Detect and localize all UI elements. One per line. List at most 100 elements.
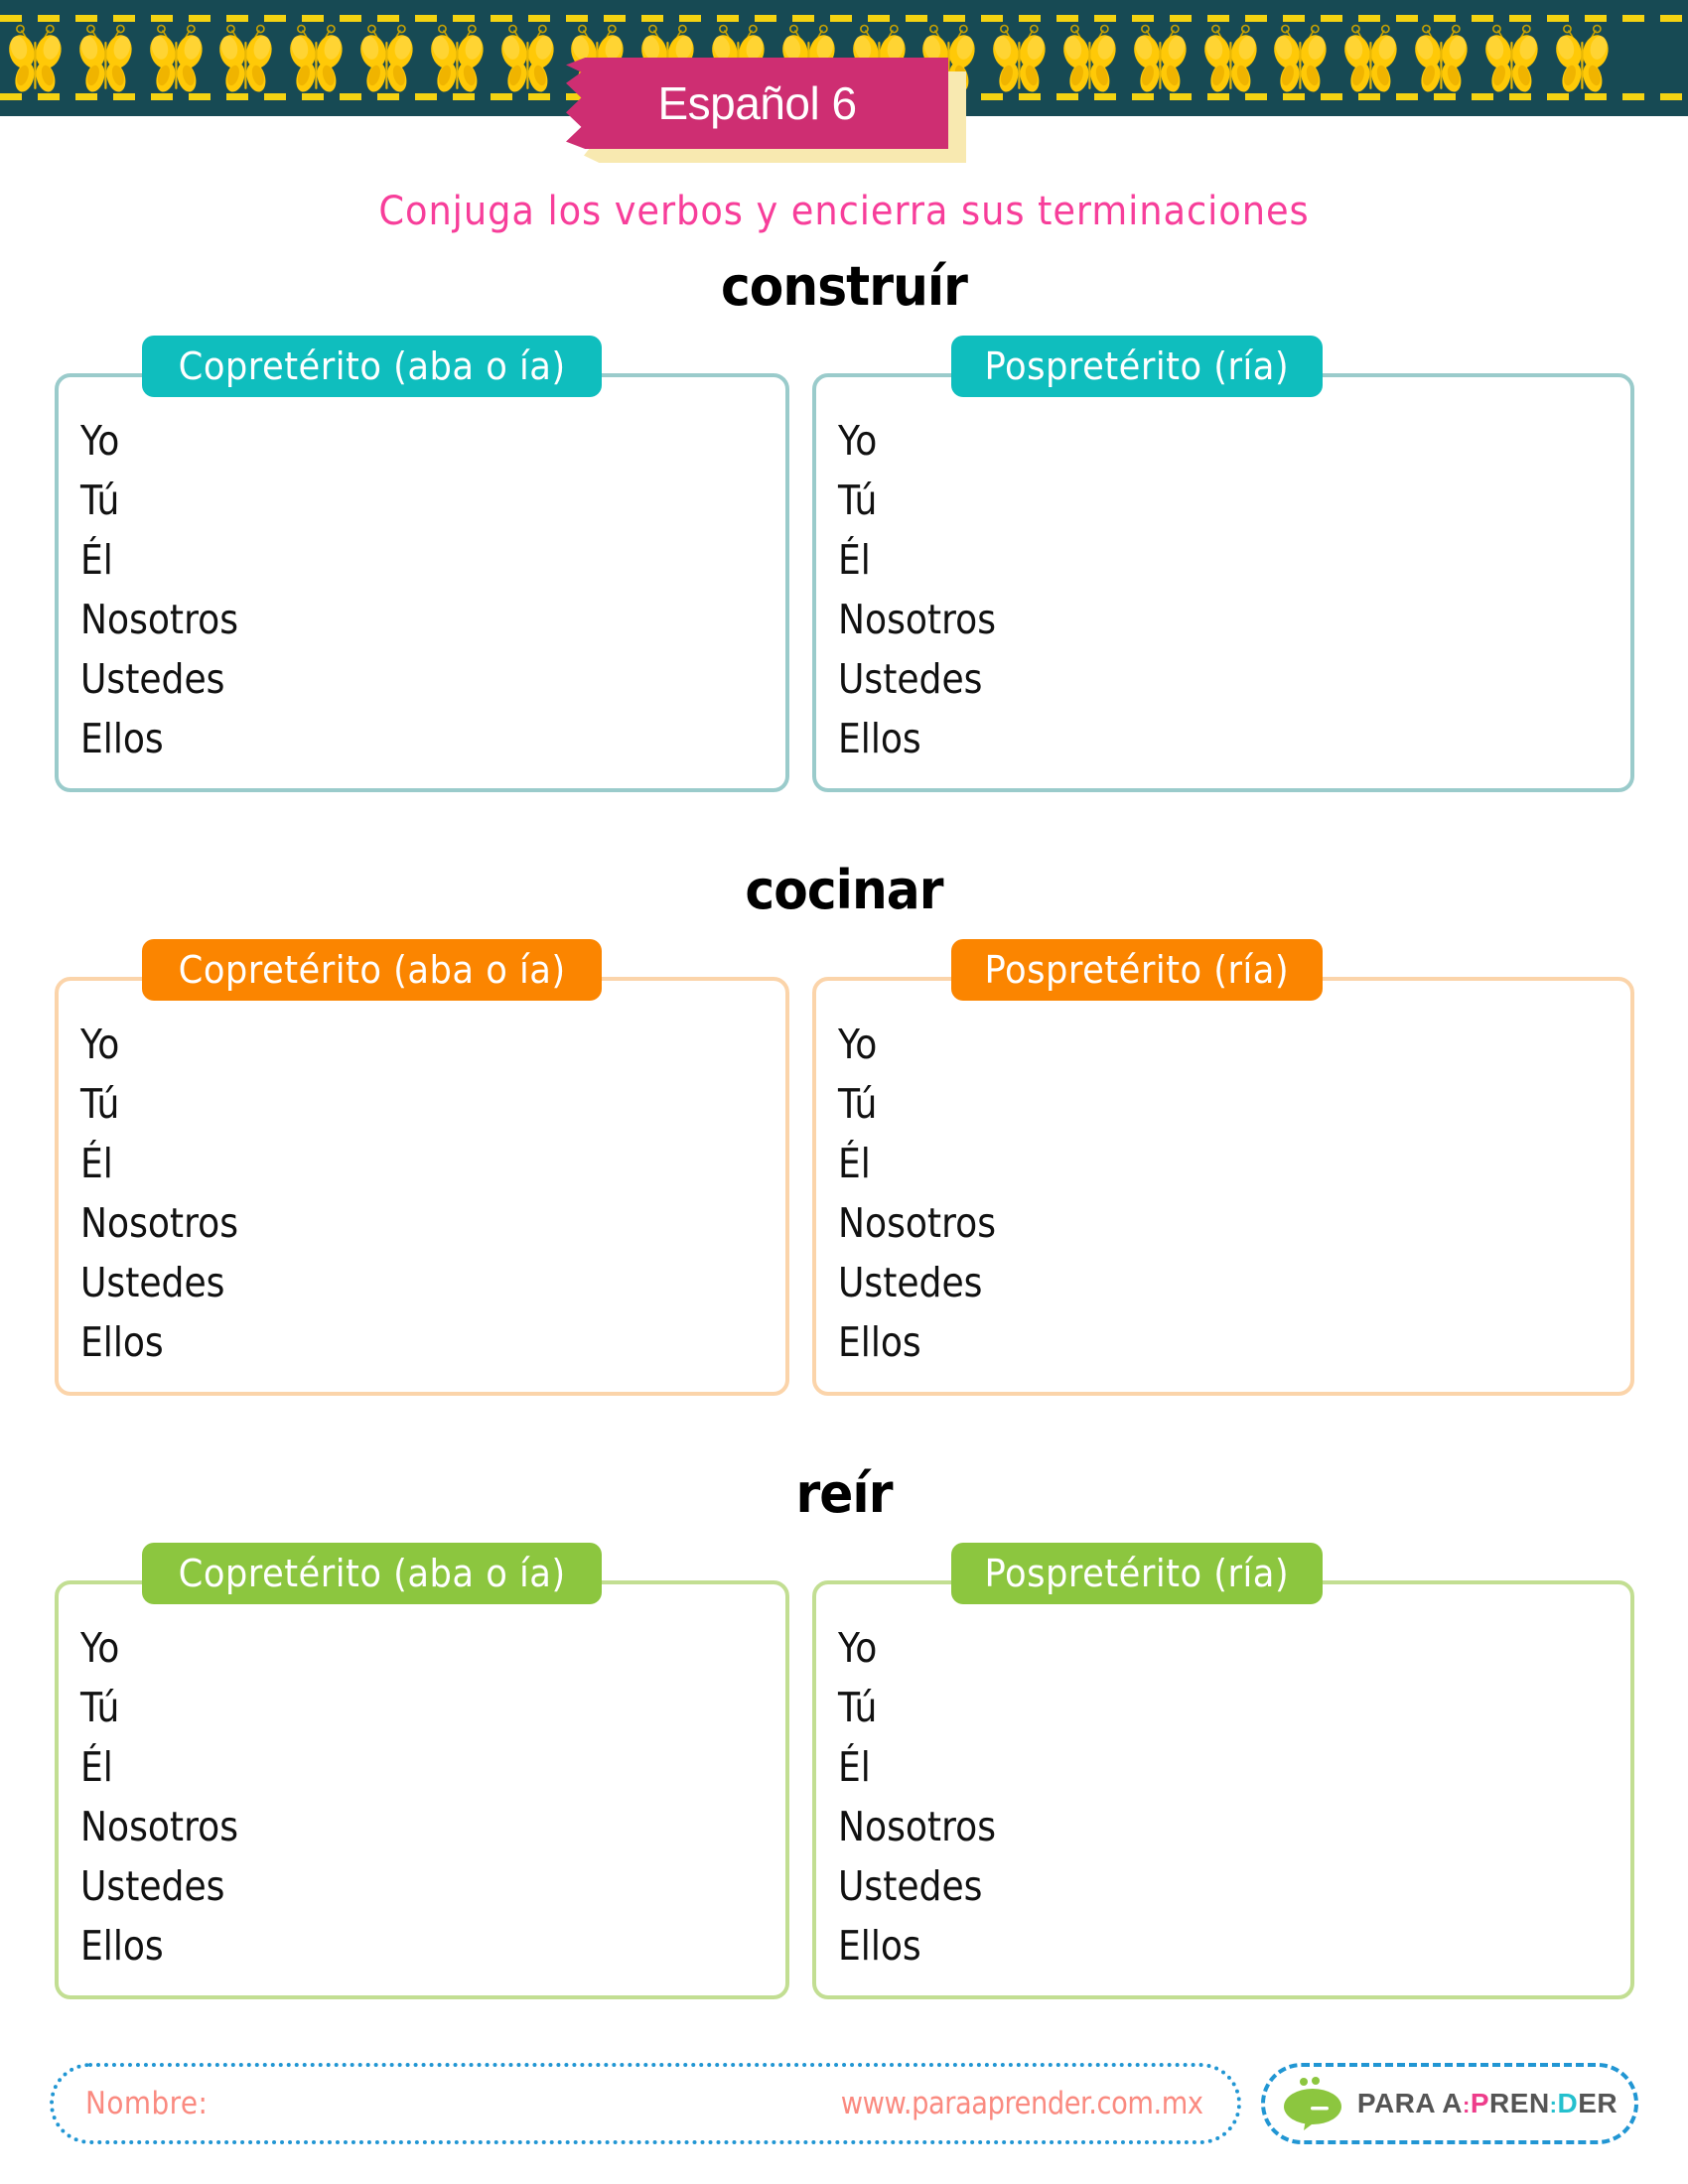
butterfly-icon bbox=[1265, 20, 1336, 95]
pronoun-row: Nosotros bbox=[838, 1199, 997, 1247]
name-label: Nombre: bbox=[85, 2086, 209, 2121]
speech-bubble-icon bbox=[1282, 2077, 1343, 2130]
butterfly-icon bbox=[1125, 20, 1196, 95]
butterfly-icon bbox=[141, 20, 211, 95]
butterfly-icon bbox=[70, 20, 141, 95]
pronoun-row: Yo bbox=[838, 1021, 878, 1068]
pronoun-row: Ustedes bbox=[80, 655, 225, 703]
pronoun-row: Él bbox=[80, 1743, 113, 1791]
logo-part-5: ER bbox=[1578, 2088, 1618, 2118]
pronoun-row: Él bbox=[838, 1743, 871, 1791]
verb-title: construír bbox=[720, 255, 968, 318]
tense-label-copreterito: Copretérito (aba o ía) bbox=[142, 1543, 603, 1604]
logo-part-1: PARA A bbox=[1356, 2088, 1464, 2118]
tense-label-text: Copretérito (aba o ía) bbox=[178, 948, 566, 992]
butterfly-icon bbox=[492, 20, 563, 95]
website-url: www.paraaprender.com.mx bbox=[841, 2086, 1203, 2121]
pronoun-row: Ellos bbox=[80, 715, 164, 762]
tense-label-copreterito: Copretérito (aba o ía) bbox=[142, 336, 603, 397]
title-ribbon: Español 6 bbox=[566, 58, 966, 163]
instruction-text: Conjuga los verbos y encierra sus termin… bbox=[378, 189, 1310, 234]
tense-label-pospreterito: Pospretérito (ría) bbox=[951, 336, 1323, 397]
butterfly-icon bbox=[1477, 20, 1547, 95]
butterfly-icon bbox=[0, 20, 70, 95]
tense-label-text: Copretérito (aba o ía) bbox=[178, 1552, 566, 1595]
pronoun-row: Nosotros bbox=[80, 1803, 239, 1850]
pronoun-row: Ustedes bbox=[838, 655, 983, 703]
logo-part-3: REN bbox=[1489, 2088, 1550, 2118]
logo-part-2: P bbox=[1470, 2088, 1490, 2118]
tense-label-text: Pospretérito (ría) bbox=[984, 948, 1290, 992]
butterfly-icon bbox=[1055, 20, 1125, 95]
footer: Nombre: www.paraaprender.com.mx PARA A:P… bbox=[0, 2055, 1688, 2164]
pronoun-row: Ustedes bbox=[80, 1259, 225, 1306]
pronoun-row: Ellos bbox=[80, 1922, 164, 1970]
tense-label-text: Pospretérito (ría) bbox=[984, 1552, 1290, 1595]
butterfly-icon bbox=[984, 20, 1055, 95]
pronoun-row: Ellos bbox=[80, 1318, 164, 1366]
header-dashed-line-top bbox=[0, 15, 1688, 22]
pronoun-row: Ustedes bbox=[838, 1862, 983, 1910]
pronoun-row: Nosotros bbox=[80, 1199, 239, 1247]
tense-label-text: Copretérito (aba o ía) bbox=[178, 344, 566, 388]
pronoun-row: Tú bbox=[838, 477, 878, 524]
name-field[interactable]: Nombre: www.paraaprender.com.mx bbox=[50, 2063, 1241, 2144]
tense-label-pospreterito: Pospretérito (ría) bbox=[951, 939, 1323, 1001]
pronoun-row: Él bbox=[838, 536, 871, 584]
butterfly-icon bbox=[1547, 20, 1618, 95]
pronoun-row: Nosotros bbox=[80, 596, 239, 643]
pronoun-row: Nosotros bbox=[838, 1803, 997, 1850]
pronoun-row: Tú bbox=[80, 1684, 120, 1731]
brand-logo-text: PARA A:PREN:DER bbox=[1357, 2088, 1618, 2119]
pronoun-row: Él bbox=[80, 1140, 113, 1187]
pronoun-row: Yo bbox=[838, 1624, 878, 1672]
pronoun-row: Yo bbox=[80, 1624, 120, 1672]
butterfly-icon bbox=[422, 20, 492, 95]
butterfly-icon bbox=[352, 20, 422, 95]
pronoun-row: Ellos bbox=[838, 715, 921, 762]
tense-label-text: Pospretérito (ría) bbox=[984, 344, 1290, 388]
butterfly-icon bbox=[211, 20, 281, 95]
butterfly-icon bbox=[1406, 20, 1477, 95]
logo-dot-1: : bbox=[1463, 2093, 1471, 2117]
pronoun-row: Ustedes bbox=[80, 1862, 225, 1910]
verb-title: cocinar bbox=[745, 859, 943, 921]
pronoun-row: Tú bbox=[80, 477, 120, 524]
pronoun-row: Yo bbox=[80, 417, 120, 465]
pronoun-row: Nosotros bbox=[838, 596, 997, 643]
pronoun-row: Tú bbox=[838, 1684, 878, 1731]
logo-part-4: D bbox=[1557, 2088, 1579, 2118]
verb-title: reír bbox=[795, 1462, 893, 1525]
pronoun-row: Él bbox=[80, 536, 113, 584]
pronoun-row: Tú bbox=[80, 1080, 120, 1128]
tense-label-pospreterito: Pospretérito (ría) bbox=[951, 1543, 1323, 1604]
butterfly-icon bbox=[1336, 20, 1406, 95]
pronoun-row: Tú bbox=[838, 1080, 878, 1128]
pronoun-row: Él bbox=[838, 1140, 871, 1187]
brand-logo: PARA A:PREN:DER bbox=[1261, 2063, 1638, 2144]
butterfly-icon bbox=[281, 20, 352, 95]
pronoun-row: Ustedes bbox=[838, 1259, 983, 1306]
tense-label-copreterito: Copretérito (aba o ía) bbox=[142, 939, 603, 1001]
title-ribbon-main: Español 6 bbox=[566, 58, 948, 149]
logo-dot-2: : bbox=[1549, 2093, 1558, 2117]
butterfly-icon bbox=[1196, 20, 1266, 95]
